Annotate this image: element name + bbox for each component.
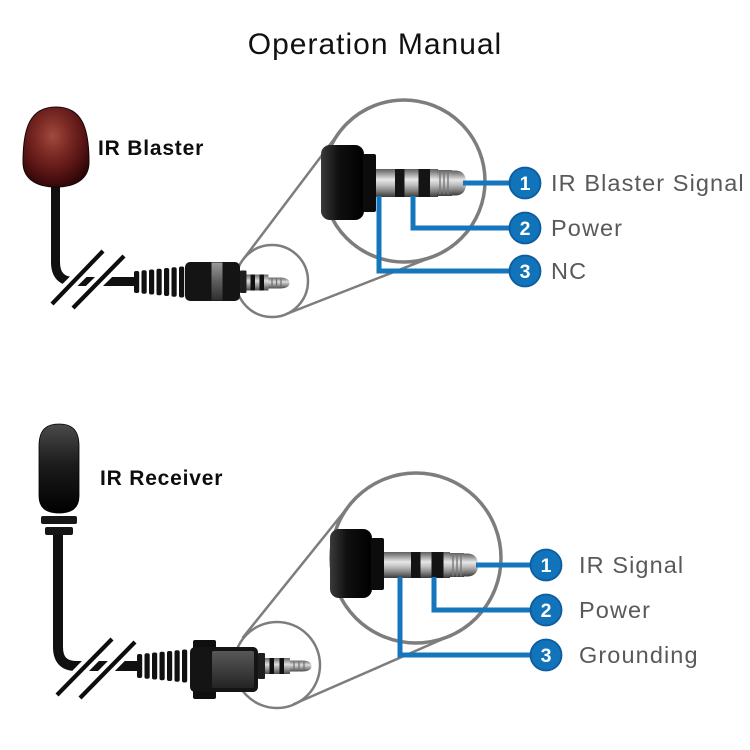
pin1-callout: 1 IR Signal xyxy=(529,548,684,582)
section-label-ir-blaster: IR Blaster xyxy=(98,137,204,160)
head-ring-2 xyxy=(45,527,73,535)
plug-tip xyxy=(268,277,290,289)
pin3-callout: 3 Grounding xyxy=(529,638,699,672)
pin3-label: NC xyxy=(551,258,587,284)
plug-insulator-ring-2 xyxy=(431,552,444,578)
plug-barrel-step xyxy=(363,154,376,212)
plug-tip-magnified xyxy=(464,553,478,577)
pin2-callout: 2 Power xyxy=(529,593,651,627)
pin2-number: 2 xyxy=(541,600,552,622)
plug-tip xyxy=(290,660,312,672)
pin2-connector-line xyxy=(410,196,512,231)
pin1-badge xyxy=(529,548,563,582)
plug-insulator-ring-2 xyxy=(418,169,430,197)
plug-magnified xyxy=(321,145,466,220)
ir-blaster-device xyxy=(22,106,290,311)
pin3-connector-line xyxy=(397,577,533,658)
pin3-connector-line xyxy=(376,196,512,274)
pin1-callout: 1 IR Blaster Signal xyxy=(508,166,745,200)
plug-barrel xyxy=(330,529,372,598)
pin2-connector-line xyxy=(431,577,533,613)
pin2-label: Power xyxy=(551,215,623,241)
page-title: Operation Manual xyxy=(248,28,502,61)
pin1-number: 1 xyxy=(520,173,531,195)
plug-barrel-step xyxy=(371,538,384,590)
pin1-label: IR Signal xyxy=(579,552,684,578)
pin3-number: 3 xyxy=(520,261,531,283)
pin3-number: 3 xyxy=(541,645,552,667)
pin2-badge xyxy=(529,593,563,627)
pin1-number: 1 xyxy=(541,555,552,577)
plug xyxy=(240,270,290,293)
cable-break-marks xyxy=(48,248,128,311)
pin2-label: Power xyxy=(579,597,651,623)
pin3-callout: 3 NC xyxy=(508,254,587,288)
pin3-badge xyxy=(529,638,563,672)
plug-barrel xyxy=(321,145,364,220)
head-ring-1 xyxy=(41,516,77,524)
pin1-badge xyxy=(508,166,542,200)
plug-insulator-ring-1 xyxy=(411,552,421,578)
connector-body xyxy=(190,640,258,699)
pin3-label: Grounding xyxy=(579,642,699,668)
plug xyxy=(258,653,312,679)
pin2-number: 2 xyxy=(520,218,531,240)
plug-magnified xyxy=(330,529,478,598)
ir-blaster-section: 1 IR Blaster Signal 2 Power 3 NC IR Blas… xyxy=(22,98,745,319)
connector-body xyxy=(185,262,240,301)
pin1-label: IR Blaster Signal xyxy=(551,170,745,196)
ir-receiver-device xyxy=(38,423,312,701)
cable xyxy=(53,534,137,671)
strain-relief xyxy=(137,649,188,683)
magnifier-cone-lower-line xyxy=(292,634,451,706)
ir-receiver-head xyxy=(38,423,80,514)
plug-tip-magnified xyxy=(452,170,466,196)
ir-blaster-head xyxy=(22,106,90,188)
pin2-callout: 2 Power xyxy=(508,211,623,245)
plug-insulator-ring-1 xyxy=(395,169,405,197)
pin3-badge xyxy=(508,254,542,288)
cable-break-marks xyxy=(54,636,138,701)
magnifier-cone-lower-line xyxy=(284,255,435,316)
strain-relief xyxy=(134,266,185,298)
pin2-badge xyxy=(508,211,542,245)
magnifier-cone-upper-line xyxy=(241,503,351,639)
ir-receiver-section: 1 IR Signal 2 Power 3 Grounding IR Recei… xyxy=(38,423,699,710)
section-label-ir-receiver: IR Receiver xyxy=(100,467,223,490)
